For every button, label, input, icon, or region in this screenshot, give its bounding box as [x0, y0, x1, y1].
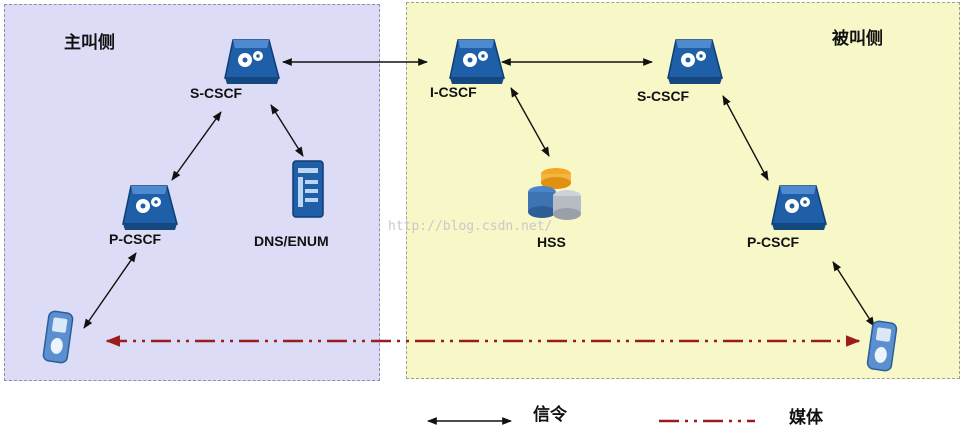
p-cscf-caller-icon — [122, 185, 178, 230]
link-scscf-pcscf-callee — [722, 95, 769, 181]
watermark: http://blog.csdn.net/ — [388, 219, 553, 234]
link-pcscf-phone-callee — [832, 261, 875, 327]
s-cscf-callee-icon — [667, 39, 723, 84]
i-cscf-label: I-CSCF — [430, 84, 477, 100]
i-cscf-icon — [449, 39, 505, 84]
dns-server-icon — [292, 160, 324, 218]
p-cscf-callee-label: P-CSCF — [747, 234, 800, 250]
dns-enum-label: DNS/ENUM — [254, 233, 329, 249]
caller-zone-title: 主叫侧 — [64, 33, 115, 52]
link-scscf-pcscf-caller — [171, 111, 222, 181]
link-icscf-hss — [510, 87, 550, 157]
legend-signaling-label: 信令 — [533, 405, 567, 424]
hss-database-icon — [528, 168, 581, 220]
phone-callee-icon — [866, 320, 898, 372]
link-pcscf-phone-caller — [83, 252, 137, 329]
legend-media-label: 媒体 — [789, 408, 823, 427]
p-cscf-caller-label: P-CSCF — [109, 231, 162, 247]
s-cscf-caller-label: S-CSCF — [190, 85, 243, 101]
p-cscf-callee-icon — [771, 185, 827, 230]
s-cscf-callee-label: S-CSCF — [637, 88, 690, 104]
callee-zone-title: 被叫侧 — [832, 29, 883, 48]
link-scscf-dns — [270, 104, 304, 157]
s-cscf-caller-icon — [224, 39, 280, 84]
hss-label: HSS — [537, 234, 566, 250]
phone-caller-icon — [42, 310, 74, 364]
